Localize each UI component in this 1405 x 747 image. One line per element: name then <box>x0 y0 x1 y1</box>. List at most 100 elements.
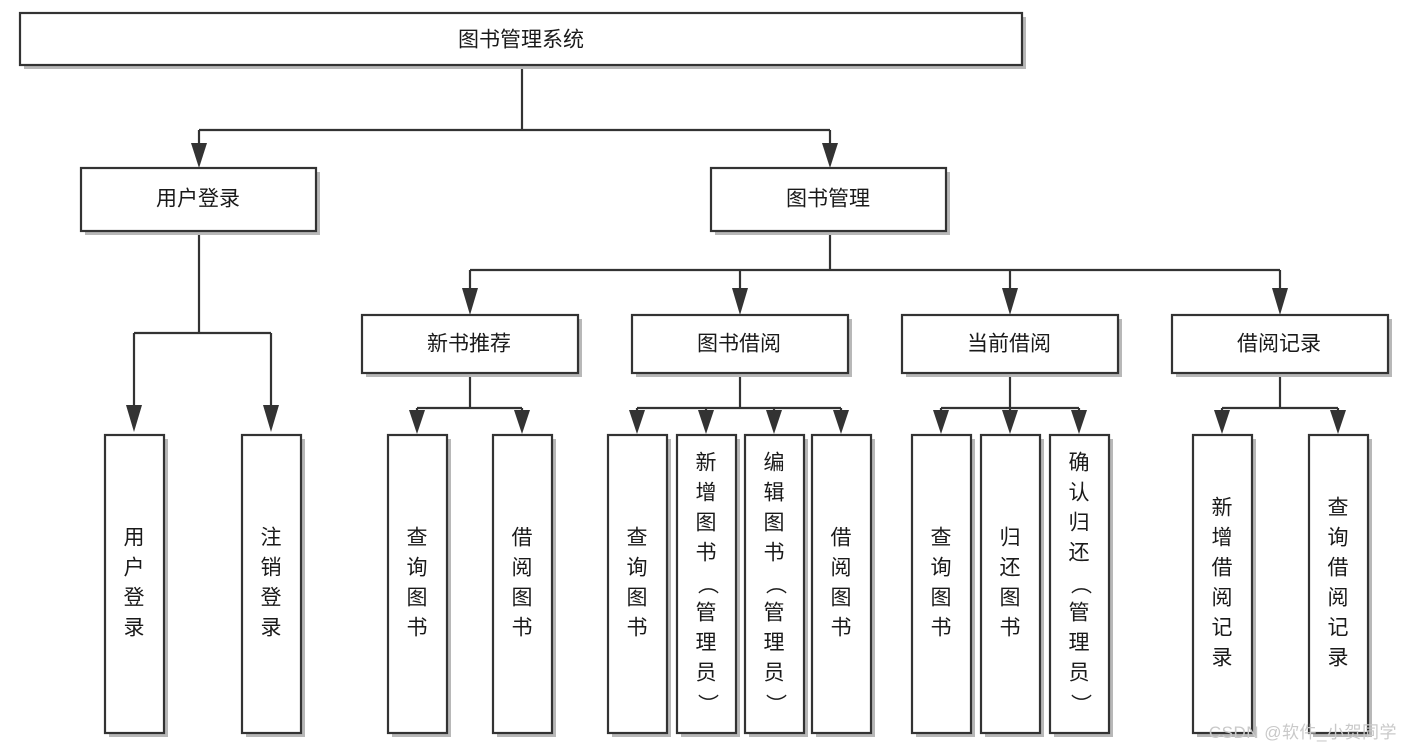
leaf-label-char: 借 <box>1212 557 1233 580</box>
leaf-label-char: 销 <box>261 557 282 580</box>
node-borrow-record[interactable]: 借阅记录 <box>1170 313 1392 377</box>
leaf-label-char: 查 <box>407 527 428 550</box>
arrow-head-icon <box>933 410 949 434</box>
leaf-label-char: 管 <box>764 602 785 625</box>
leaf-label-char: 书 <box>831 617 852 640</box>
leaf-label-char: 还 <box>1000 557 1021 580</box>
leaf-label-char: ） <box>763 694 786 715</box>
node-root[interactable]: 图书管理系统 <box>18 11 1026 69</box>
node-new-book-recommend[interactable]: 新书推荐 <box>360 313 582 377</box>
node-book-manage-label: 图书管理 <box>786 188 870 211</box>
node-book-borrow[interactable]: 图书借阅 <box>630 313 852 377</box>
node-book-borrow-label: 图书借阅 <box>697 333 781 356</box>
node-borrow-record-label: 借阅记录 <box>1237 333 1321 356</box>
arrow-head-icon <box>833 410 849 434</box>
arrow-head-icon <box>1002 410 1018 434</box>
connector-userlogin-to-leaves <box>126 233 279 432</box>
leaf-label-char: 录 <box>1328 647 1349 670</box>
leaf-label-char: （ <box>695 574 718 595</box>
leaf-label-char: 图 <box>627 587 648 610</box>
connector-bookborrow-to-leaves <box>629 376 849 434</box>
arrow-head-icon <box>1330 410 1346 434</box>
leaf-label-char: 询 <box>627 557 648 580</box>
leaf-label-char: 图 <box>407 587 428 610</box>
leaf-label-char: 书 <box>931 617 952 640</box>
leaf-label-char: 询 <box>931 557 952 580</box>
arrow-head-icon <box>1272 288 1288 315</box>
leaf-label-char: （ <box>1068 574 1091 595</box>
leaf-label-char: 阅 <box>512 557 533 580</box>
leaf-label-char: 登 <box>261 587 282 610</box>
arrow-head-icon <box>126 405 142 432</box>
leaf-label-char: 书 <box>696 542 717 565</box>
leaf-label-char: ） <box>1068 694 1091 715</box>
arrow-head-icon <box>822 143 838 168</box>
leaf-label-char: 理 <box>1069 632 1090 655</box>
arrow-head-icon <box>462 288 478 315</box>
leaf-label-char: 图 <box>696 512 717 535</box>
node-book-manage[interactable]: 图书管理 <box>709 166 950 235</box>
leaf-node[interactable]: 用户登录 <box>103 433 168 737</box>
node-user-login-label: 用户登录 <box>156 188 240 211</box>
leaf-label-char: 图 <box>512 587 533 610</box>
leaf-label-char: 录 <box>124 617 145 640</box>
connector-borrowrecord-to-leaves <box>1214 376 1346 434</box>
node-user-login[interactable]: 用户登录 <box>79 166 320 235</box>
arrow-head-icon <box>698 410 714 434</box>
arrow-head-icon <box>1214 410 1230 434</box>
leaf-label-char: 归 <box>1000 527 1021 550</box>
leaf-label-char: 还 <box>1069 542 1090 565</box>
leaf-label-char: 管 <box>696 602 717 625</box>
arrow-head-icon <box>629 410 645 434</box>
leaf-label-char: 辑 <box>764 482 785 505</box>
leaf-label-char: 查 <box>627 527 648 550</box>
arrow-head-icon <box>732 288 748 315</box>
leaf-label-char: 图 <box>764 512 785 535</box>
leaf-label-char: 图 <box>1000 587 1021 610</box>
connector-currentborrow-to-leaves <box>933 376 1087 434</box>
leaf-label-char: 书 <box>627 617 648 640</box>
leaf-label-char: 查 <box>1328 497 1349 520</box>
arrow-head-icon <box>409 410 425 434</box>
connector-newbook-to-leaves <box>409 376 530 434</box>
leaf-label-char: 书 <box>407 617 428 640</box>
leaf-label-char: 记 <box>1212 617 1233 640</box>
node-current-borrow[interactable]: 当前借阅 <box>900 313 1122 377</box>
leaf-label-char: 确 <box>1069 452 1090 475</box>
arrow-head-icon <box>1002 288 1018 315</box>
leaf-label-char: 认 <box>1069 482 1090 505</box>
leaf-label-char: 新 <box>1212 497 1233 520</box>
leaf-label-char: 管 <box>1069 602 1090 625</box>
node-root-label: 图书管理系统 <box>458 29 584 52</box>
leaf-label-char: 记 <box>1328 617 1349 640</box>
leaf-label-char: （ <box>763 574 786 595</box>
leaf-label-char: 书 <box>1000 617 1021 640</box>
arrow-head-icon <box>191 143 207 168</box>
leaf-label-char: 归 <box>1069 512 1090 535</box>
leaf-label-char: 增 <box>1212 527 1233 550</box>
leaf-label-char: 户 <box>124 557 145 580</box>
leaf-label-char: 用 <box>124 527 145 550</box>
